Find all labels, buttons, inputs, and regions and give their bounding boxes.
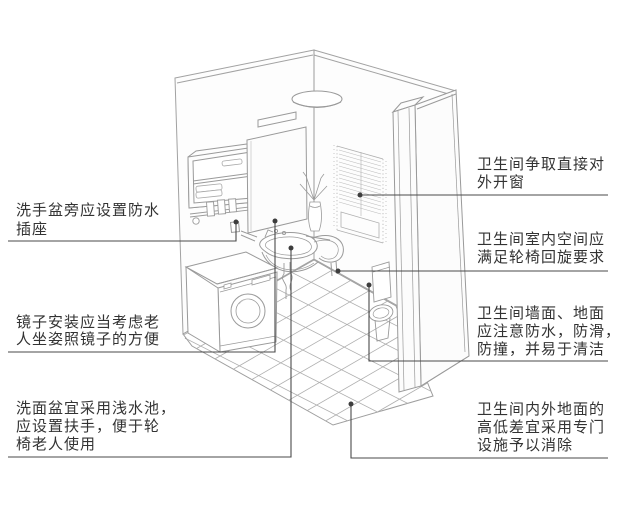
annotation-socket: 洗手盆旁应设置防水 插座 xyxy=(16,202,160,240)
annotation-line: 插座 xyxy=(16,222,49,238)
leader-socket xyxy=(8,222,237,242)
faucet xyxy=(264,228,287,238)
mirror xyxy=(246,126,308,234)
annotation-line: 设施予以消除 xyxy=(477,438,574,454)
annotation-line: 人坐姿照镜子的方便 xyxy=(16,332,161,348)
dot-window xyxy=(357,192,363,198)
annotation-surfaces: 卫生间墙面、地面 应注意防水，防滑， 防撞，并易于清洁 xyxy=(477,305,621,359)
annotation-line: 洗面盆宜采用浅水池， xyxy=(16,401,177,417)
overhead-shelf xyxy=(257,111,297,128)
dot-socket xyxy=(233,219,239,225)
annotation-line: 应注意防水，防滑， xyxy=(477,324,622,340)
annotation-line: 洗手盆旁应设置防水 xyxy=(16,203,161,219)
towels xyxy=(195,158,243,199)
callout-dots xyxy=(233,192,372,407)
leader-threshold xyxy=(350,404,608,459)
dot-mirror xyxy=(272,218,278,224)
annotation-line: 卫生间争取直接对 xyxy=(477,157,606,173)
dot-threshold xyxy=(348,401,354,407)
dot-space xyxy=(335,268,341,274)
washbasin xyxy=(240,228,331,273)
annotation-line: 高低差宜采用专门 xyxy=(477,420,606,436)
window-blinds xyxy=(333,145,387,245)
under-cabinet-rail xyxy=(189,198,259,225)
toilet xyxy=(368,261,394,342)
wall-cabinet xyxy=(187,141,263,209)
annotation-line: 外开窗 xyxy=(477,175,526,191)
annotation-line: 卫生间内外地面的 xyxy=(477,402,606,418)
annotation-window: 卫生间争取直接对 外开窗 xyxy=(477,156,605,192)
toiletries xyxy=(206,198,237,217)
annotation-threshold: 卫生间内外地面的 高低差宜采用专门 设施予以消除 xyxy=(477,401,605,455)
dot-surfaces xyxy=(366,282,372,288)
annotation-line: 卫生间室内空间应 xyxy=(477,232,606,248)
leader-surfaces xyxy=(368,285,608,362)
flower-vase xyxy=(299,171,328,232)
annotation-mirror: 镜子安装应当考虑老 人坐姿照镜子的方便 xyxy=(16,315,160,349)
annotation-line: 镜子安装应当考虑老 xyxy=(16,315,161,331)
annotation-line: 满足轮椅回旋要求 xyxy=(477,250,606,266)
leader-lines xyxy=(8,194,608,459)
leader-basin xyxy=(8,248,292,458)
annotation-line: 应设置扶手，便于轮 xyxy=(16,419,161,435)
annotation-line: 卫生间墙面、地面 xyxy=(477,306,606,322)
leader-mirror xyxy=(8,221,276,353)
washer-door xyxy=(230,293,266,329)
dot-basin xyxy=(288,245,294,251)
annotation-line: 椅老人使用 xyxy=(16,437,97,453)
annotation-line: 防撞，并易于清洁 xyxy=(477,342,606,358)
washing-machine xyxy=(184,251,279,353)
washer-controls xyxy=(223,274,271,290)
doorway-panel xyxy=(391,89,470,393)
annotation-basin: 洗面盆宜采用浅水池， 应设置扶手，便于轮 椅老人使用 xyxy=(16,400,176,454)
annotation-space: 卫生间室内空间应 满足轮椅回旋要求 xyxy=(477,231,605,267)
